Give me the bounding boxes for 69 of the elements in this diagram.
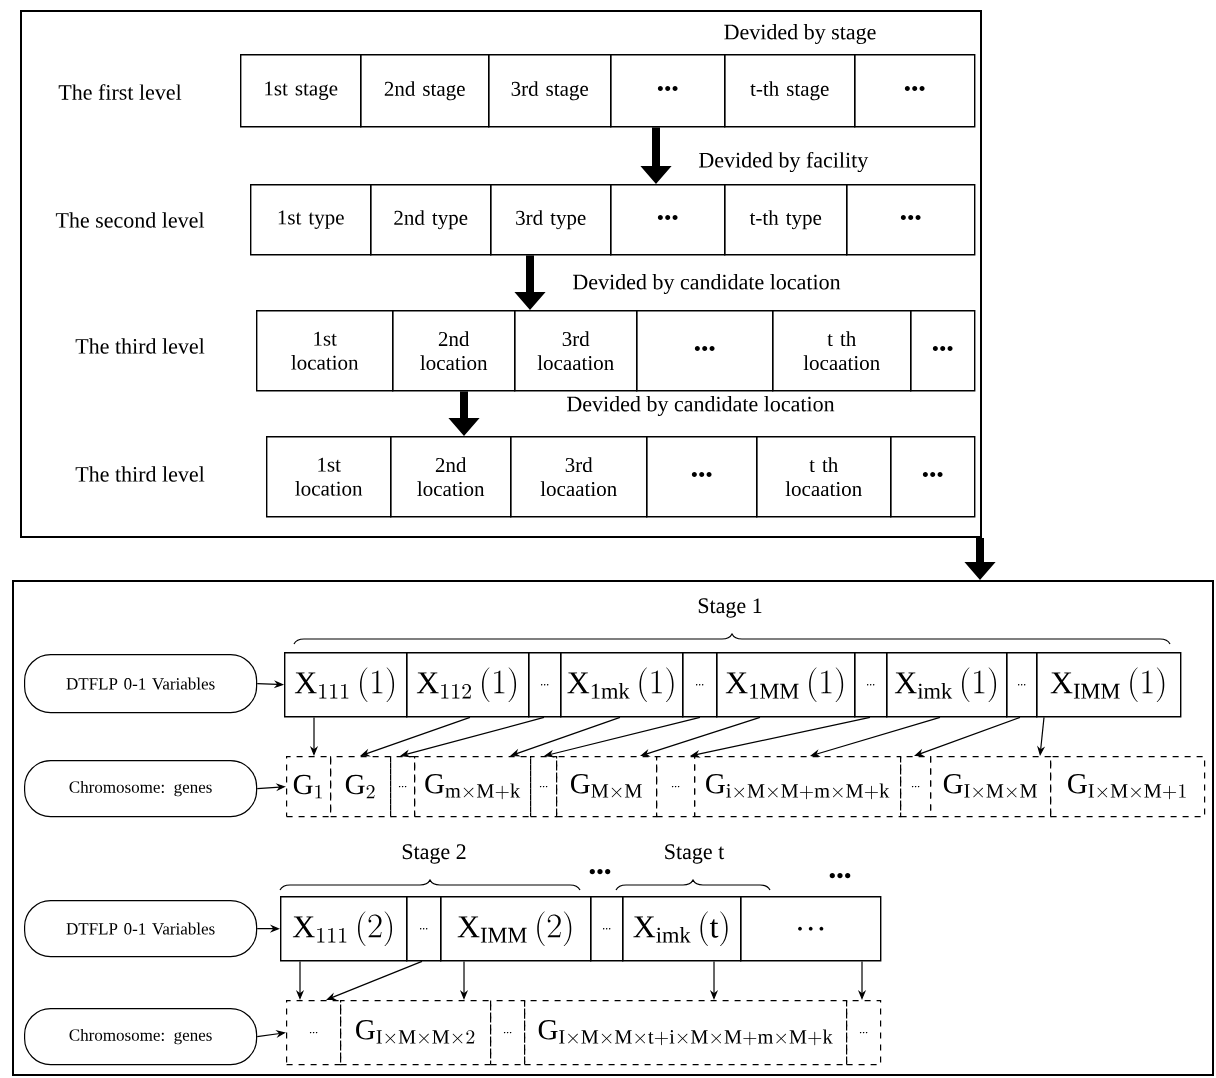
variable-box: $\mathrm{X}_{\mathrm{IMM}}\,(2)$ (440, 896, 592, 962)
variable-box: $\mathrm{X}_{111}\,(1)$ (284, 652, 408, 718)
variable-box: $\mathrm{X}_{\mathrm{1MM}}\,(1)$ (716, 652, 856, 718)
edge-label: Devided by facility (699, 151, 869, 173)
segment-box: 3rd locaation (510, 436, 648, 518)
segment-box: t-th stage (724, 54, 856, 128)
segment-box: ••• (610, 54, 726, 128)
label: Devided by stage (724, 24, 876, 44)
label: The third level (75, 466, 205, 482)
gene-box: $\mathrm{G}_{\mathrm{I}\times \mathrm{M}\times \mathrm{M}\times 2}$ (340, 1000, 492, 1066)
segment-box: 2nd type (370, 184, 492, 256)
segment-box: ••• (646, 436, 758, 518)
label: Stage 2 (402, 844, 466, 864)
segment-box: ••• (890, 436, 976, 518)
label: The third level (75, 338, 205, 354)
label: The second level (55, 212, 205, 228)
segment-box: 3rd stage (488, 54, 612, 128)
panel-frame (12, 580, 1214, 1076)
segment-box: ••• (846, 184, 976, 256)
gene-box: $\mathrm{G}_{\mathrm{m}\times \mathrm{M}+\mathrm{k}}$ (414, 756, 532, 818)
arrow (510, 716, 621, 757)
segment-box: t th locaation (756, 436, 892, 518)
label: Stage t (665, 844, 725, 864)
arrow (360, 716, 471, 757)
label: ••• (589, 869, 611, 875)
arrow (914, 716, 1021, 757)
label: Stage 1 (698, 598, 762, 618)
gene-box: $\mathrm{G}_{\mathrm{I}\times \mathrm{M}\times \mathrm{M}+1}$ (1050, 756, 1206, 818)
arrow (640, 716, 761, 757)
label: ••• (829, 873, 851, 879)
variable-box: $\mathrm{X}_{111}\,(2)$ (280, 896, 408, 962)
segment-box: ••• (854, 54, 976, 128)
segment-box: 1st stage (240, 54, 362, 128)
variable-box: $\mathrm{X}_{\mathrm{imk}}\,(1)$ (886, 652, 1008, 718)
segment-box: ••• (636, 310, 774, 392)
segment-box: 2nd location (390, 436, 512, 518)
segment-box: 3rd type (490, 184, 612, 256)
arrow (326, 960, 423, 1000)
segment-box: 3rd locaation (514, 310, 638, 392)
rounded-label-box: DTFLP 0-1 Variables (24, 900, 258, 958)
arrow (810, 716, 941, 758)
segment-box: 1st type (250, 184, 372, 256)
variable-box: $\mathrm{X}_{\mathrm{IMM}}\,(1)$ (1036, 652, 1182, 718)
segment-box: t-th type (724, 184, 848, 256)
rounded-label-box: DTFLP 0-1 Variables (24, 654, 258, 714)
segment-box: t th locaation (772, 310, 912, 392)
rounded-label-box: Chromosome: genes (24, 1008, 258, 1066)
gene-box: $\mathrm{G}_{\mathrm{M}\times \mathrm{M}}$ (556, 756, 658, 818)
rounded-label-box: Chromosome: genes (24, 760, 258, 818)
gene-box: $\mathrm{G}_{1}$ (286, 756, 332, 818)
panel-frame (20, 10, 982, 538)
label: The first level (58, 84, 182, 100)
edge-label: Devided by candidate location (567, 396, 835, 416)
arrow (400, 716, 545, 758)
segment-box: 1st location (256, 310, 394, 392)
variable-box: … (740, 896, 882, 962)
gene-box: $\mathrm{G}_{\mathrm{i}\times \mathrm{M}\times \mathrm{M}+\mathrm{m}\times \mathrm{M}+\mathrm{k}}$ (694, 756, 902, 818)
segment-box: 1st location (266, 436, 392, 518)
segment-box: 2nd stage (360, 54, 490, 128)
edge-label: Devided by candidate location (573, 274, 841, 294)
gene-box: $\mathrm{G}_{2}$ (330, 756, 392, 818)
segment-box: 2nd location (392, 310, 516, 392)
segment-box: ••• (910, 310, 976, 392)
variable-box: $\mathrm{X}_{112}\,(1)$ (406, 652, 530, 718)
variable-box: $\mathrm{X}_{\mathrm{imk}}\,(\mathrm{t})$ (622, 896, 742, 962)
gene-box: $\mathrm{G}_{\mathrm{I}\times \mathrm{M}\times \mathrm{M}}$ (930, 756, 1052, 818)
gene-box: $\mathrm{G}_{\mathrm{I}\times \mathrm{M}\times \mathrm{M}\times \mathrm{t}+\mathrm{i}\times \mathrm{M}\times \mathrm{M}+\mathrm{m}\times \mathrm{M}+\mathrm{k}}$ (524, 1000, 848, 1066)
segment-box: ••• (610, 184, 726, 256)
variable-box: $\mathrm{X}_{\mathrm{1mk}}\,(1)$ (560, 652, 684, 718)
